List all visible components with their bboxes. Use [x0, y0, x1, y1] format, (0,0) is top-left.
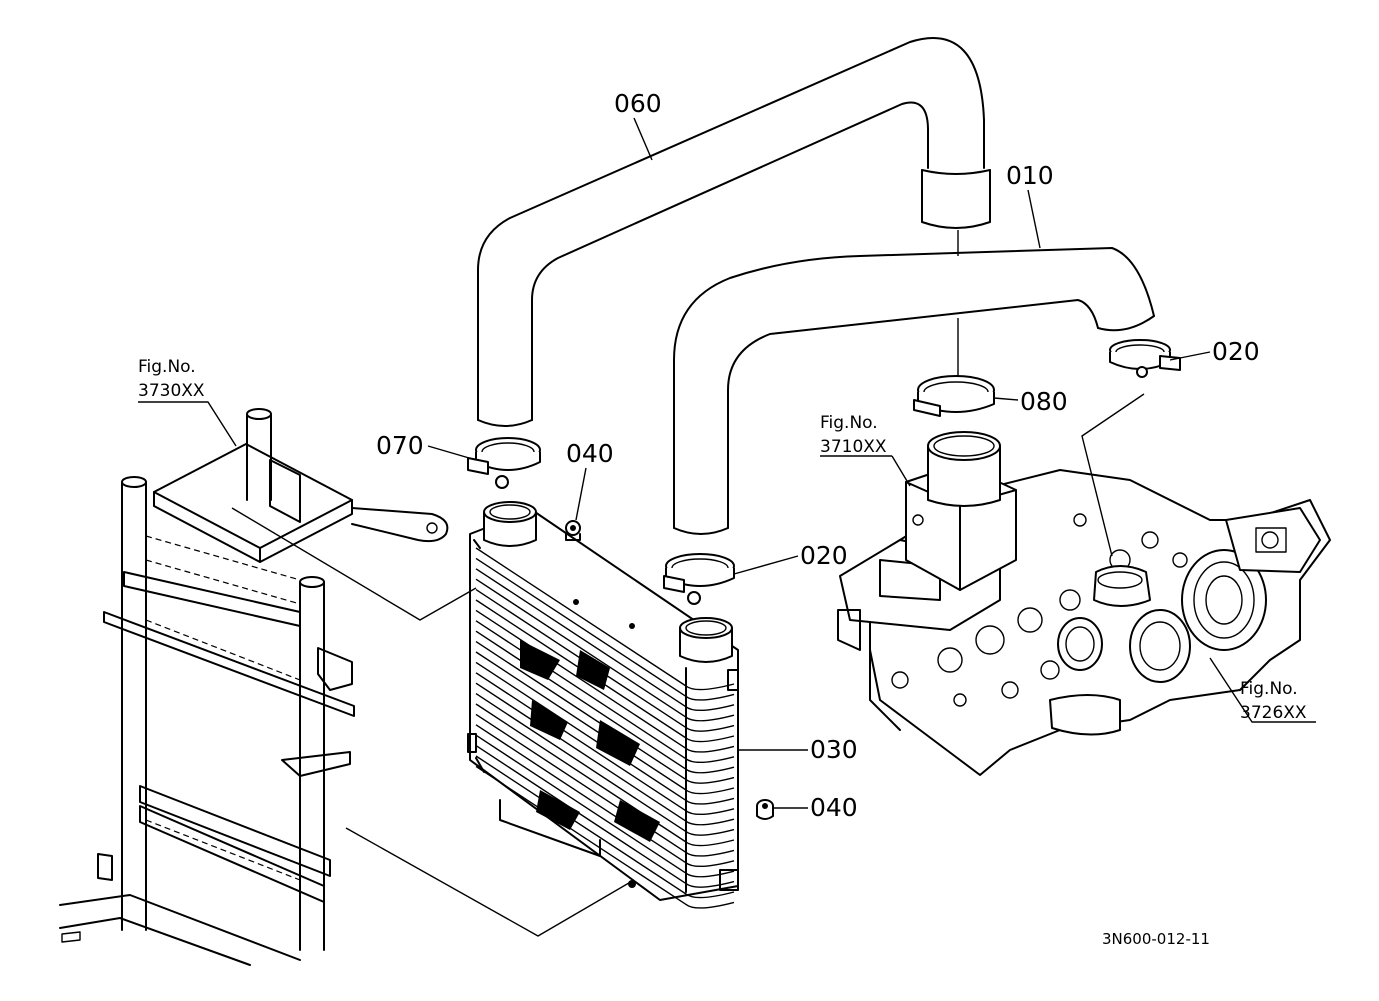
intercooler-030: (function(){ var g = document.currentScr…: [467, 501, 739, 909]
label-020-upper: 020: [1212, 337, 1260, 366]
fig-ref-frame-line2: 3730XX: [138, 381, 205, 401]
figure-ref-turbo: Fig.No. 3726XX: [1240, 679, 1307, 723]
label-030: 030: [810, 735, 858, 764]
fig-ref-turbo-line1: Fig.No.: [1240, 679, 1298, 699]
label-010: 010: [1006, 161, 1054, 190]
fig-ref-frame-line1: Fig.No.: [138, 357, 196, 377]
clamp-020-upper: [1109, 339, 1181, 378]
bolt-040-upper: [565, 520, 581, 541]
drawing-code: 3N600-012-11: [1102, 930, 1210, 948]
figure-ref-frame: Fig.No. 3730XX: [138, 357, 205, 401]
fig-ref-turbo-line2: 3726XX: [1240, 703, 1307, 723]
label-080: 080: [1020, 387, 1068, 416]
clamp-080: [913, 318, 995, 417]
hose-010: [673, 230, 1155, 535]
label-020-lower: 020: [800, 541, 848, 570]
clamp-020-lower: [663, 553, 735, 605]
clamp-070: [467, 437, 541, 489]
engine-leader-lines: [891, 393, 1316, 723]
frame-leader-lines: [138, 401, 635, 937]
label-070: 070: [376, 431, 424, 460]
label-060: 060: [614, 89, 662, 118]
turbocharger: [1049, 507, 1321, 736]
hose-060: [477, 37, 991, 427]
label-040-lower: 040: [810, 793, 858, 822]
radiator-frame: [59, 408, 449, 966]
fig-ref-manifold-line1: Fig.No.: [820, 413, 878, 433]
engine-head-assembly: [837, 431, 1331, 776]
bolt-040-lower: [756, 799, 774, 820]
part-callouts: 060 010 020 080 070 040 020 030 040: [376, 89, 1260, 822]
label-040-upper: 040: [566, 439, 614, 468]
figure-ref-manifold: Fig.No. 3710XX: [820, 413, 892, 457]
fig-ref-manifold-line2: 3710XX: [820, 437, 887, 457]
